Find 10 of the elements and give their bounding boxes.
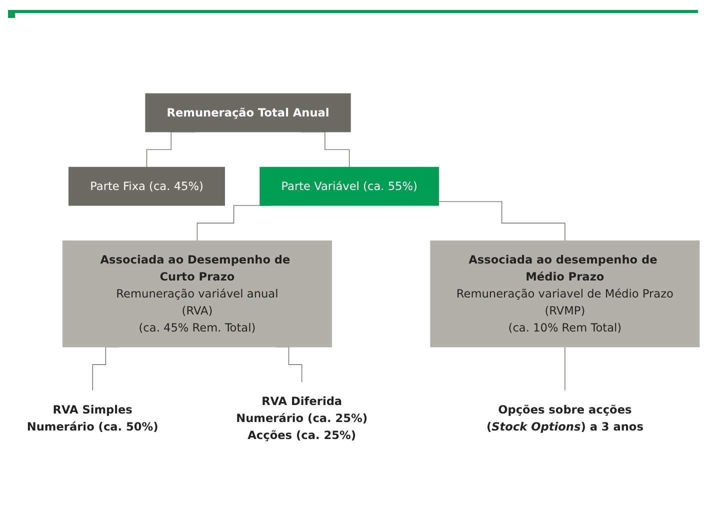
- node-box: Parte Fixa (ca. 45%): [68, 167, 225, 206]
- node-box: Associada ao Desempenho de Curto Prazo Remuneração variável anual (RVA) (ca. 45% Rem. Total): [62, 240, 332, 348]
- node-box: Parte Variável (ca. 55%): [260, 167, 439, 206]
- connector: [564, 347, 566, 392]
- connector: [438, 202, 566, 242]
- node-text: RVA Simples Numerário (ca. 50%): [26, 403, 158, 434]
- node-text: Opções sobre acções (Stock Options) a 3 anos: [486, 403, 644, 434]
- node-text: RVA Diferida Numerário (ca. 25%) Acções (ca. 25%): [236, 394, 368, 442]
- node-box: Associada ao desempenho de Médio Prazo Remuneração variavel de Médio Prazo (RVMP) (ca. 10% Rem Total): [430, 240, 700, 348]
- node-box: Remuneração Total Anual: [145, 94, 351, 133]
